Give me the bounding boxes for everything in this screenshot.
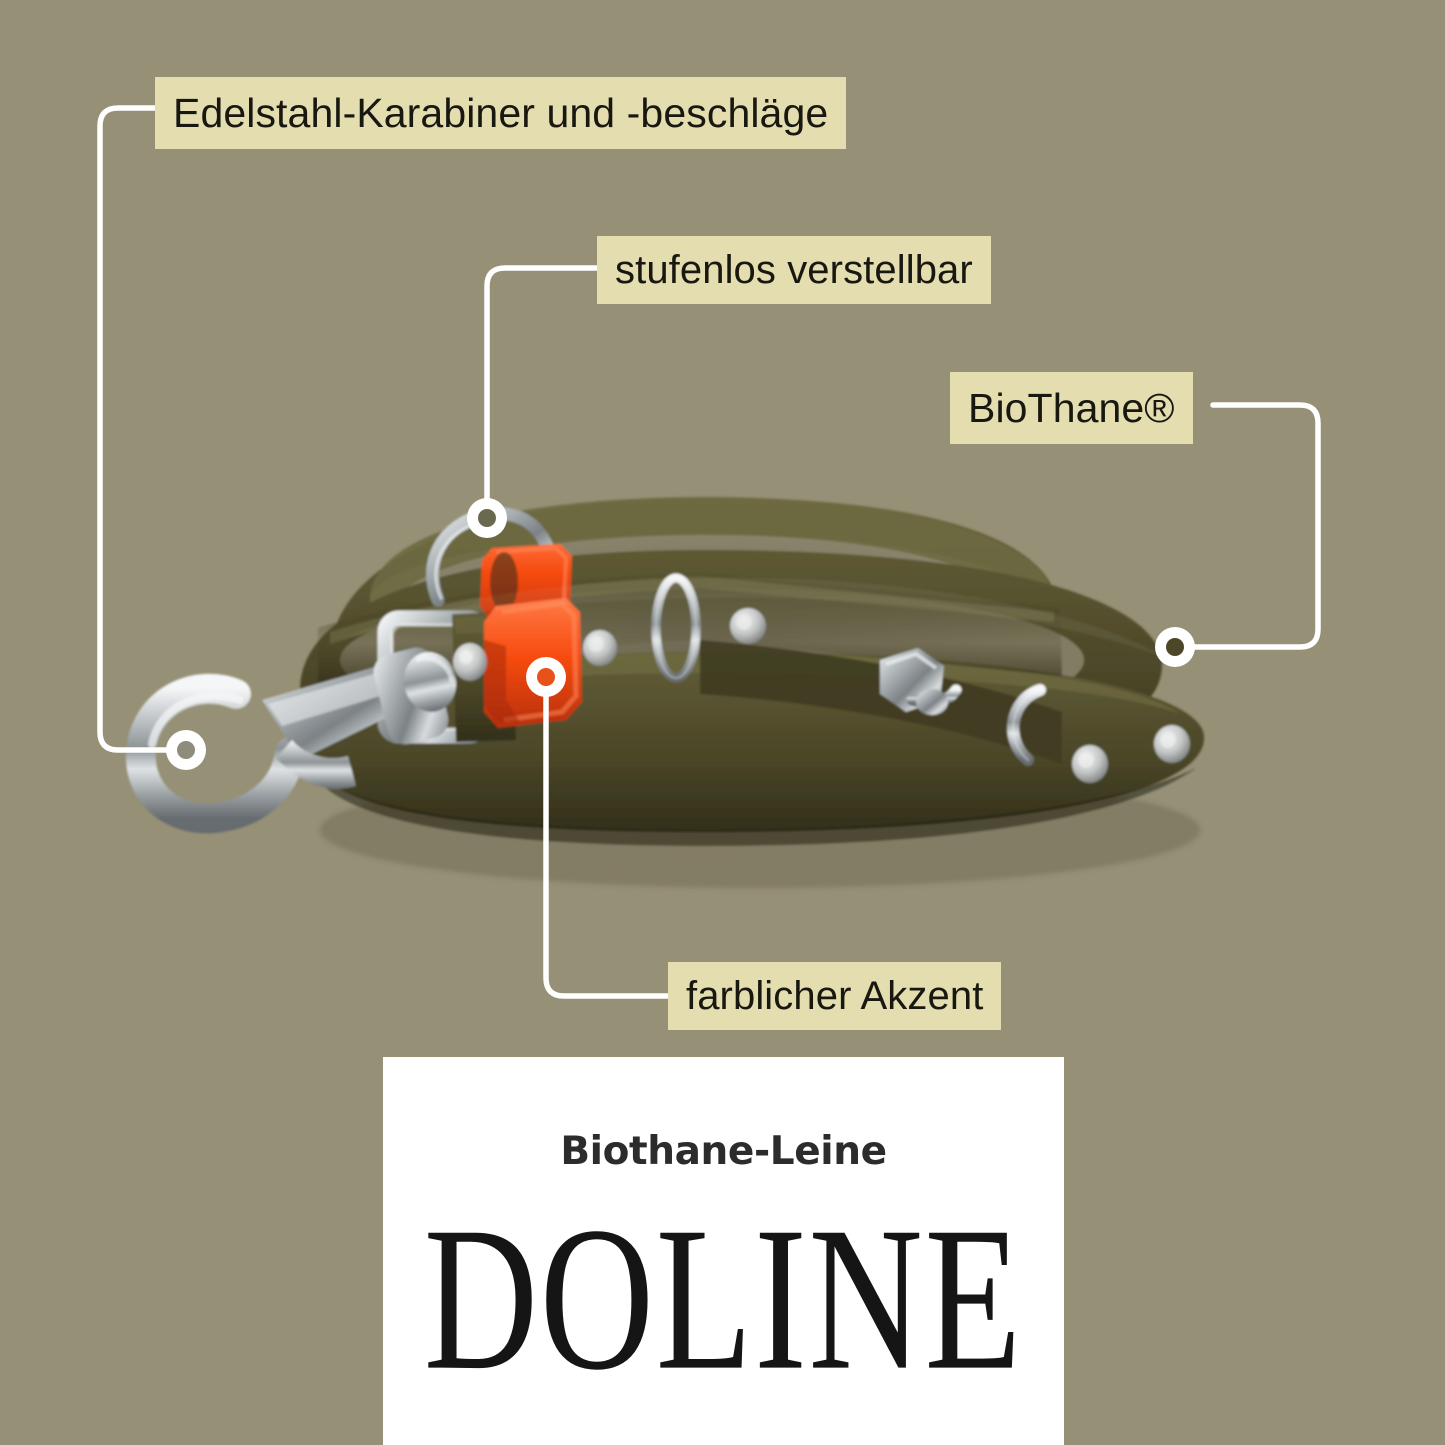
brand-wordmark: DOLINE (423, 1184, 1024, 1413)
callout-label-akzent[interactable]: farblicher Akzent (668, 962, 1002, 1030)
orange-keeper-lower (484, 598, 582, 728)
rivet-group (583, 608, 1190, 783)
o-ring-right (1007, 684, 1046, 766)
product-subtitle: Biothane-Leine (560, 1129, 887, 1174)
callout-label-verstellbar[interactable]: stufenlos verstellbar (597, 236, 991, 304)
callout-label-karabiner[interactable]: Edelstahl-Karabiner und -beschläge (155, 77, 847, 149)
o-ring-center (651, 573, 701, 683)
callout-label-biothane[interactable]: BioThane® (950, 372, 1193, 444)
brand-card: Biothane-Leine DOLINE (383, 1057, 1064, 1445)
adjuster-hardware (880, 648, 962, 715)
